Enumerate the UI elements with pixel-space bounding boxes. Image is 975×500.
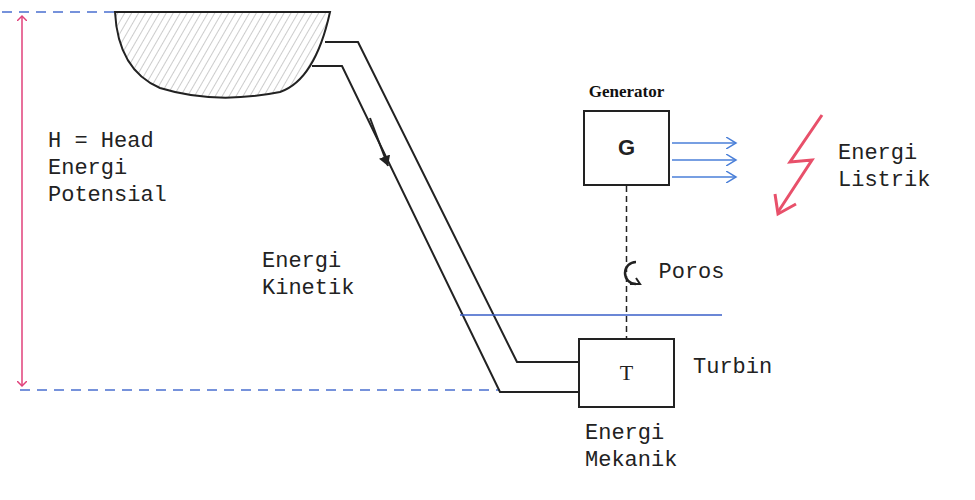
turbine-box-outline: T xyxy=(578,338,675,408)
power-arrow xyxy=(672,142,736,144)
head-arrow xyxy=(21,16,23,386)
bottom-level-line xyxy=(20,389,500,391)
shaft-line xyxy=(626,186,628,338)
power-arrow xyxy=(672,159,736,161)
energy-label: Energi Listrik xyxy=(838,140,968,194)
side-label: Turbin xyxy=(693,355,772,380)
rotation-head xyxy=(630,278,640,284)
power-arrow xyxy=(672,176,736,178)
lightning-symbol xyxy=(778,115,822,212)
penstock-lower xyxy=(312,66,578,392)
heading-label: Generator xyxy=(583,82,670,102)
flow-arrow xyxy=(370,118,388,166)
box-letter: T xyxy=(620,360,633,386)
generator-box: GeneratorG xyxy=(583,82,670,186)
tailwater-line xyxy=(460,314,722,316)
lightning-head xyxy=(775,194,796,214)
shaft-label: Poros xyxy=(657,260,727,285)
generator-box-outline: G xyxy=(583,110,670,186)
energy-label: Energi Mekanik xyxy=(585,420,705,474)
head-label: H = Head Energi Potensial xyxy=(48,128,183,209)
penstock-upper xyxy=(325,42,578,362)
reservoir xyxy=(115,12,330,98)
turbine-box: TTurbin xyxy=(578,338,675,408)
box-letter: G xyxy=(618,135,635,161)
top-level-line xyxy=(2,11,115,13)
energy-label: Energi Kinetik xyxy=(262,248,382,302)
